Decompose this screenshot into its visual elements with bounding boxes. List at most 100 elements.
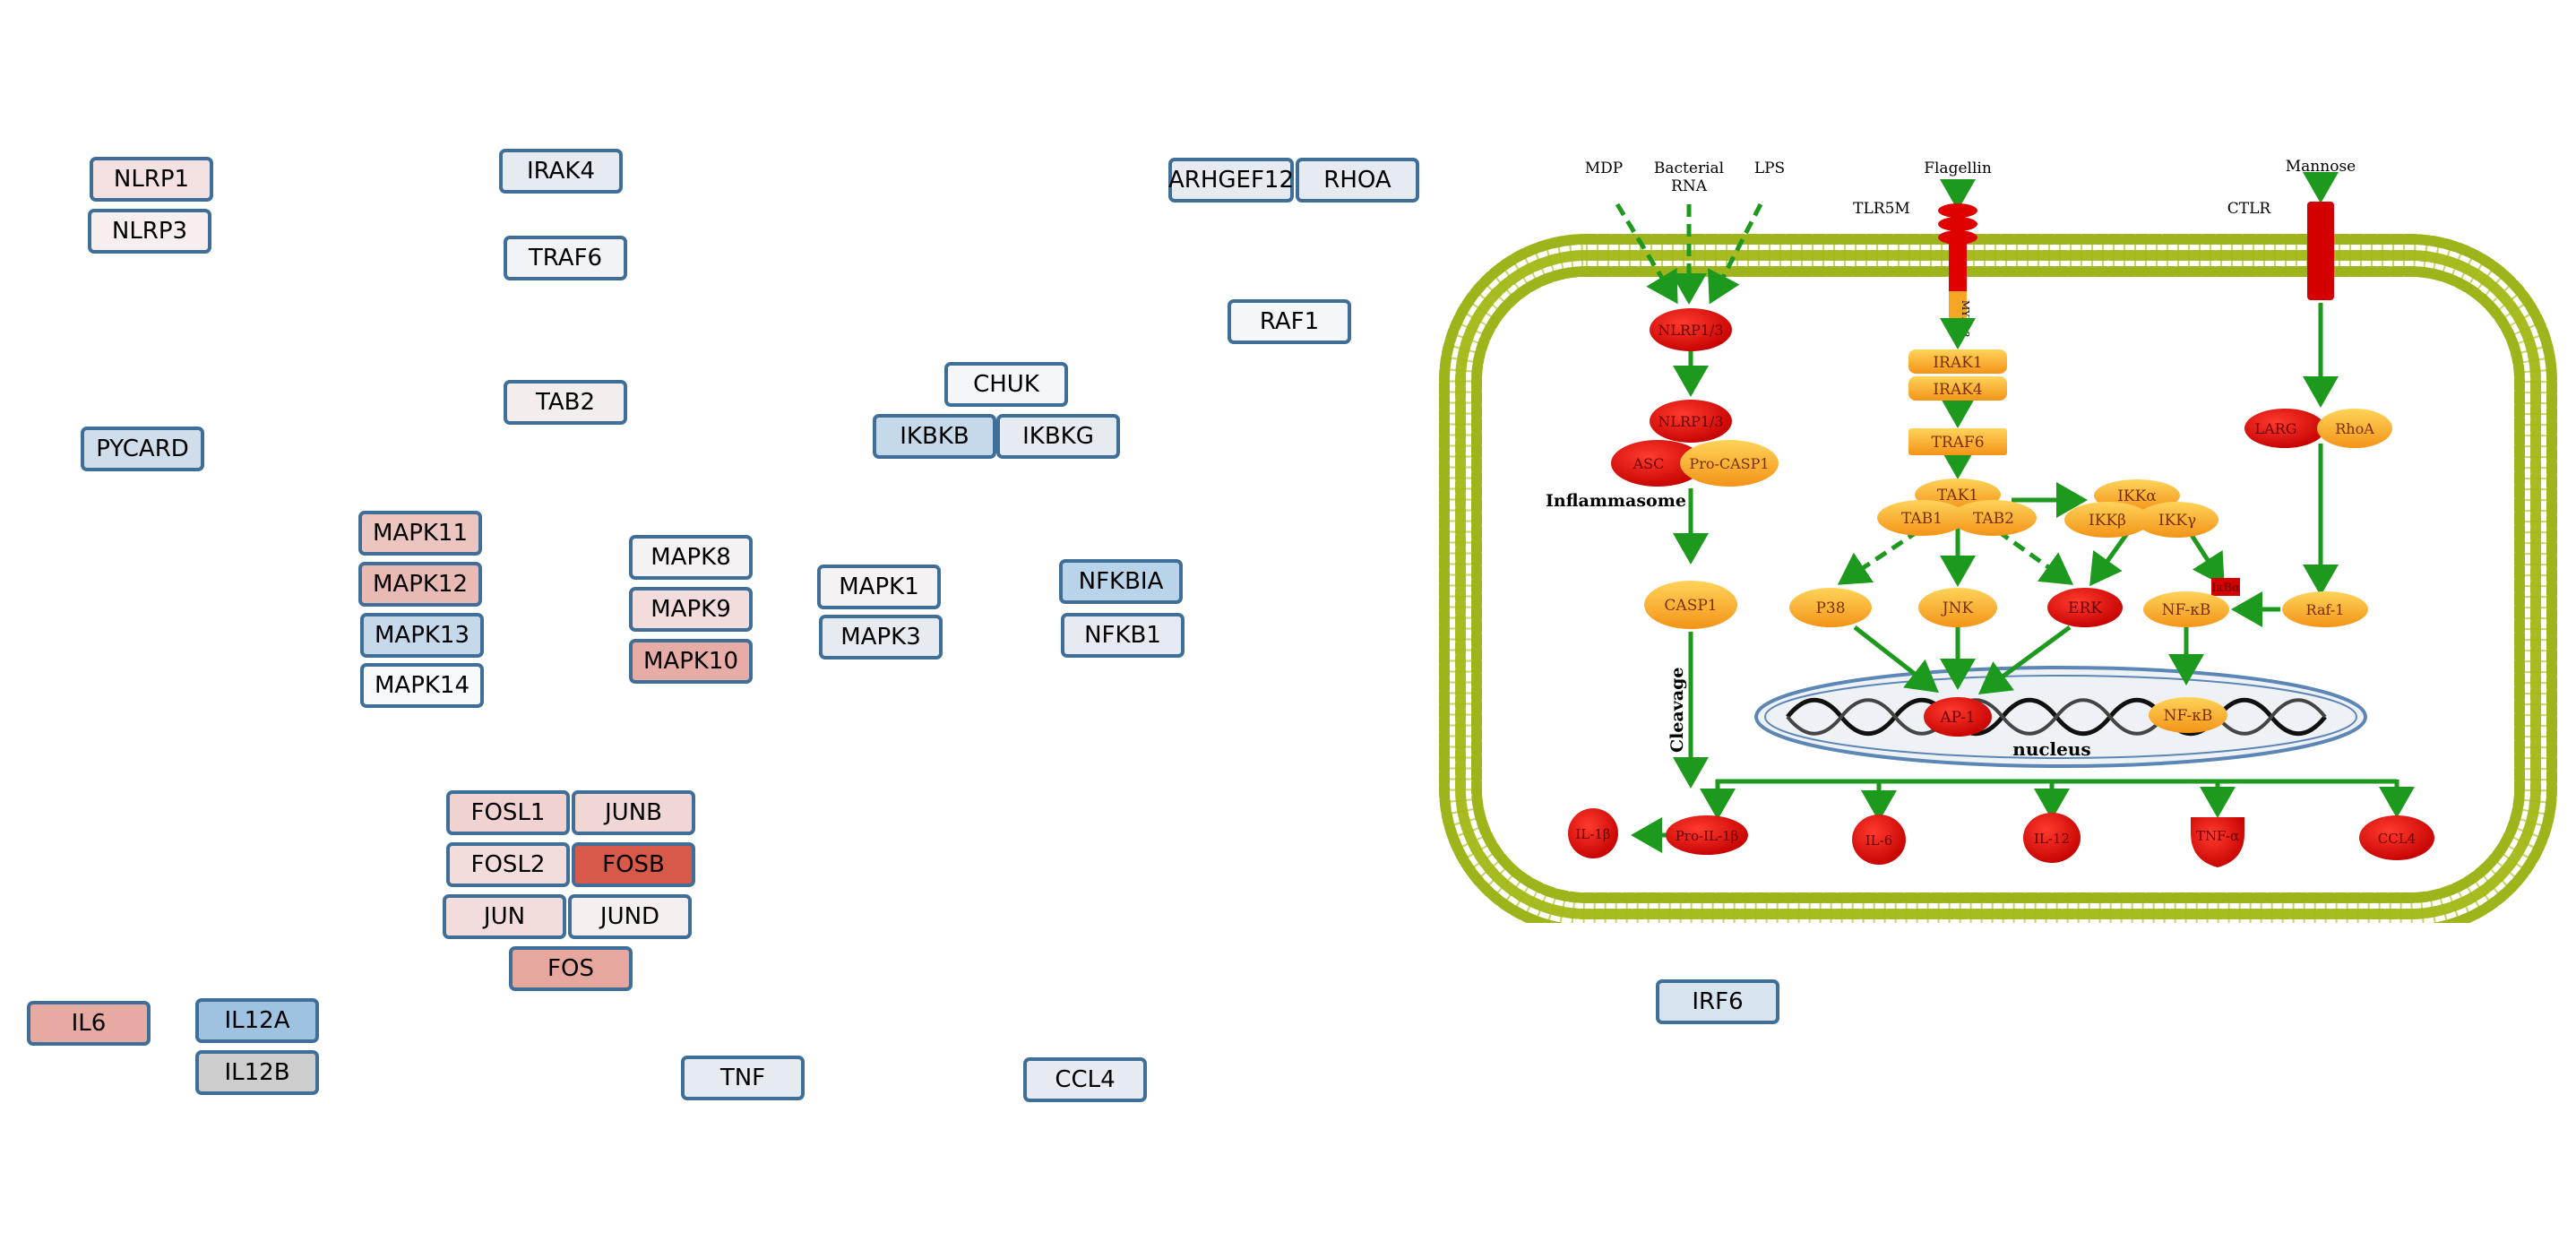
irak4-label: IRAK4 [1933, 381, 1982, 399]
ikkb-label: IKKβ [2089, 512, 2126, 530]
nucleus-label: nucleus [2012, 738, 2090, 760]
gene-node-irf6[interactable]: IRF6 [1656, 979, 1779, 1024]
il12-node [2023, 813, 2081, 863]
gene-node-mapk14[interactable]: MAPK14 [360, 663, 484, 708]
p38-label: P38 [1815, 599, 1845, 617]
gene-node-ccl4[interactable]: CCL4 [1023, 1057, 1147, 1102]
asc-node [1611, 440, 1704, 487]
gene-node-mapk11[interactable]: MAPK11 [358, 511, 482, 556]
casp1-label: CASP1 [1664, 597, 1717, 615]
casp1-node [1644, 581, 1737, 629]
erk-node [2047, 588, 2123, 627]
tab2-label: TAB2 [1973, 510, 2014, 528]
asc-label: ASC [1633, 455, 1665, 472]
ccl4-node [2359, 815, 2434, 860]
tab1-node [1877, 500, 1967, 536]
gene-node-fosb[interactable]: FOSB [572, 842, 695, 887]
pro-il1b-node [1666, 815, 1748, 855]
gene-node-mapk8[interactable]: MAPK8 [629, 535, 753, 580]
larg-node [2244, 409, 2325, 448]
ligand-bacterial-rna-label: Bacterial [1654, 159, 1724, 177]
nlrp13-label: NLRP1/3 [1658, 322, 1723, 339]
gene-node-ikbkg[interactable]: IKBKG [996, 414, 1120, 459]
gene-node-mapk3[interactable]: MAPK3 [819, 615, 943, 659]
ccl4-label: CCL4 [2378, 831, 2416, 847]
gene-node-jun[interactable]: JUN [443, 894, 566, 939]
inflammasome-label: Inflammasome [1546, 491, 1686, 511]
nlrp13-complex-label: NLRP1/3 [1658, 413, 1723, 430]
gene-node-fos[interactable]: FOS [509, 946, 633, 991]
il12-label: IL-12 [2034, 831, 2070, 847]
gene-node-ikbkb[interactable]: IKBKB [873, 414, 996, 459]
il1b-node [1568, 808, 1618, 858]
tak1-label: TAK1 [1937, 487, 1978, 504]
pro-casp1-label: Pro-CASP1 [1689, 455, 1769, 472]
nfkb-nuclear-node [2149, 697, 2227, 733]
ligand-flagellin-label: Flagellin [1924, 159, 1992, 177]
gene-node-il12b[interactable]: IL12B [195, 1050, 319, 1095]
gene-node-raf1[interactable]: RAF1 [1228, 299, 1351, 344]
gene-node-junb[interactable]: JUNB [572, 790, 695, 835]
raf1-label: Raf-1 [2306, 601, 2345, 618]
nlrp13-complex-node [1650, 400, 1732, 443]
ctlr-receptor [2307, 202, 2334, 300]
ap1-node [1924, 697, 1992, 737]
ikkg-label: IKKγ [2158, 512, 2196, 530]
tab2-node [1951, 500, 2037, 536]
pathway-illustration: MDP Bacterial RNA LPS Flagellin Mannose … [1439, 158, 2557, 923]
pro-il1b-label: Pro-IL-1β [1676, 828, 1739, 844]
gene-node-fosl1[interactable]: FOSL1 [446, 790, 570, 835]
receptor-ctlr-label: CTLR [2227, 200, 2272, 218]
traf6-node [1908, 428, 2007, 455]
cell-membrane [1439, 234, 2557, 923]
gene-node-tnf[interactable]: TNF [681, 1056, 805, 1100]
tnfa-node [2191, 817, 2244, 867]
gene-node-tab2[interactable]: TAB2 [504, 380, 627, 425]
il6-label: IL-6 [1865, 832, 1893, 849]
nlrp13-node [1650, 308, 1732, 351]
gene-node-jund[interactable]: JUND [568, 894, 692, 939]
gene-node-chuk[interactable]: CHUK [944, 362, 1068, 407]
ap1-label: AP-1 [1939, 709, 1975, 727]
larg-label: LARG [2254, 420, 2296, 437]
rhoa-node [2317, 409, 2392, 448]
traf6-label: TRAF6 [1931, 434, 1984, 452]
ligand-mannose-label: Mannose [2286, 158, 2356, 176]
irak1-label: IRAK1 [1933, 354, 1982, 372]
myd88-label: MYD88 [1960, 300, 1971, 337]
gene-node-nfkb1[interactable]: NFKB1 [1061, 613, 1185, 658]
nfkb-nuclear-label: NF-κB [2164, 707, 2213, 725]
ligand-bacterial-rna-label-2: RNA [1671, 177, 1708, 195]
gene-node-arhgef12[interactable]: ARHGEF12 [1168, 158, 1294, 203]
gene-node-mapk1[interactable]: MAPK1 [817, 565, 941, 609]
gene-node-mapk10[interactable]: MAPK10 [629, 639, 753, 684]
ikba-label: IκBα [2211, 582, 2240, 595]
gene-node-nlrp3[interactable]: NLRP3 [88, 209, 211, 254]
gene-node-pycard[interactable]: PYCARD [81, 427, 204, 471]
pro-casp1-node [1680, 440, 1779, 487]
cleavage-label: Cleavage [1667, 668, 1687, 753]
rhoa-label: RhoA [2335, 420, 2374, 437]
gene-node-il12a[interactable]: IL12A [195, 998, 319, 1043]
gene-node-traf6[interactable]: TRAF6 [504, 236, 627, 280]
erk-label: ERK [2068, 599, 2102, 617]
p38-node [1789, 588, 1872, 627]
nfkb-label: NF-κB [2162, 601, 2211, 619]
irak1-node [1908, 349, 2007, 374]
ikkg-node [2136, 502, 2218, 538]
jnk-node [1918, 588, 1997, 627]
gene-node-mapk9[interactable]: MAPK9 [629, 587, 753, 632]
receptor-tlr5m-label: TLR5M [1853, 200, 1910, 218]
irak4-node [1908, 376, 2007, 401]
gene-node-mapk12[interactable]: MAPK12 [358, 562, 482, 607]
gene-node-il6[interactable]: IL6 [27, 1001, 151, 1046]
gene-node-irak4[interactable]: IRAK4 [499, 149, 623, 194]
gene-node-rhoa[interactable]: RHOA [1296, 158, 1419, 203]
il6-node [1852, 815, 1906, 865]
ikkb-node [2064, 502, 2150, 538]
il1b-label: IL-1β [1575, 826, 1610, 842]
gene-node-mapk13[interactable]: MAPK13 [360, 613, 484, 658]
gene-node-nlrp1[interactable]: NLRP1 [90, 157, 213, 202]
gene-node-fosl2[interactable]: FOSL2 [446, 842, 570, 887]
gene-node-nfkbia[interactable]: NFKBIA [1059, 559, 1183, 604]
